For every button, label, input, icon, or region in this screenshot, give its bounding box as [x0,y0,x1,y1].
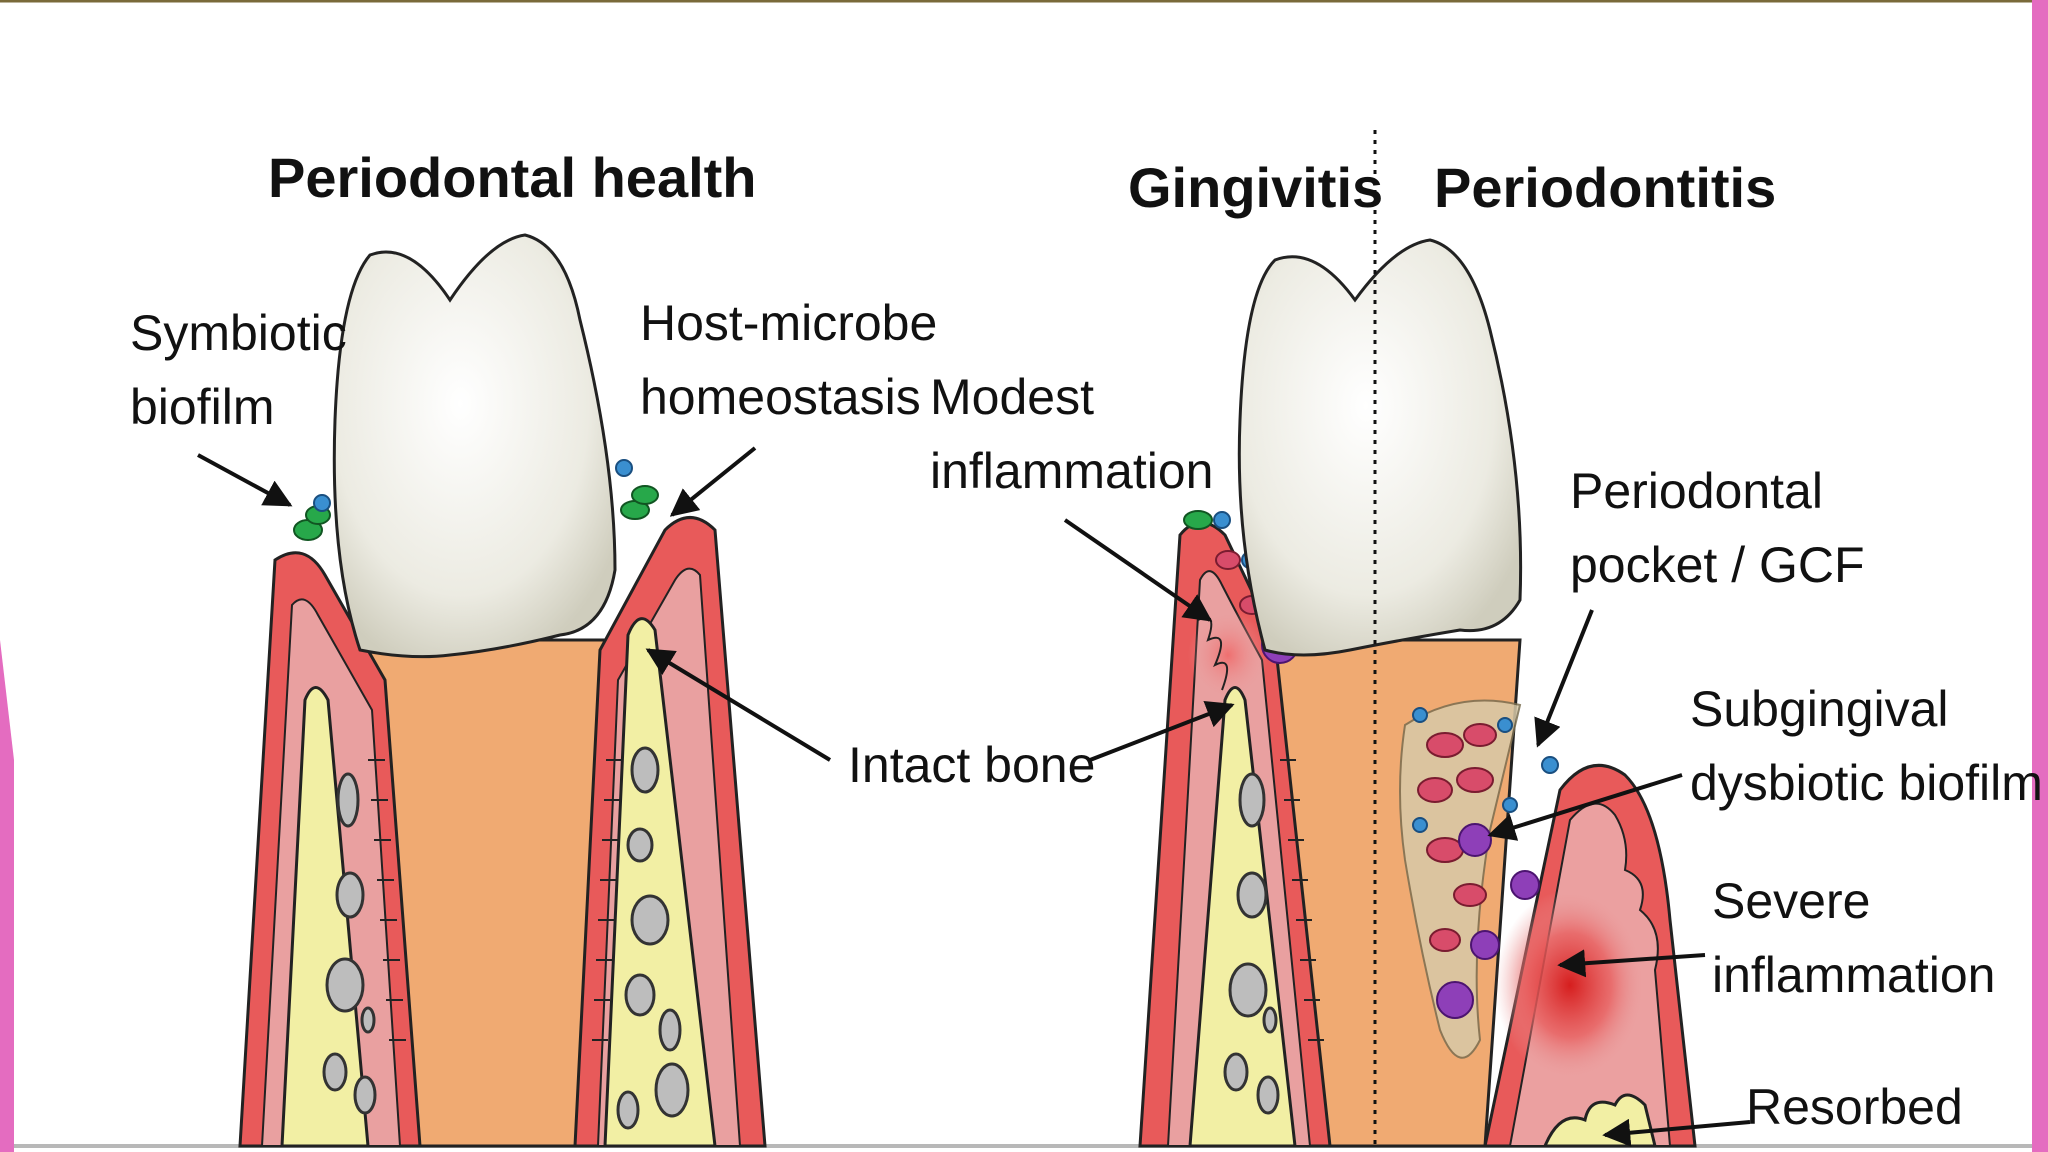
gingivitis-bone-pores [1223,772,1280,1115]
label-symbiotic-biofilm: Symbiotic biofilm [130,296,347,444]
label-intact-bone: Intact bone [848,728,1095,802]
arrow-homeostasis [669,446,757,517]
gingivitis-ligament [1280,759,1324,1041]
arrow-resorbed [1602,1118,1751,1147]
label-subgingival-line1: Subgingival [1690,681,1949,737]
healthy-bone-left [280,686,370,1148]
healthy-tooth [238,233,767,1148]
arrow-modest [1063,518,1213,622]
severe-inflammation-area [1495,890,1645,1080]
title-health-text: Periodontal health [268,146,757,209]
label-subgingival-line2: dysbiotic biofilm [1690,755,2043,811]
pointer-arrows [197,446,1751,1147]
subgingival-biofilm [1412,707,1559,1019]
healthy-ligament [368,759,622,1041]
title-periodontal-health: Periodontal health [268,146,757,210]
right-accent-bar [2032,0,2048,1152]
title-periodontitis-text: Periodontitis [1434,156,1777,219]
label-subgingival-biofilm: Subgingival dysbiotic biofilm [1690,672,2043,820]
arrow-intact-bone-right [1089,701,1235,762]
label-symbiotic-line1: Symbiotic [130,305,347,361]
arrow-pocket [1534,609,1594,748]
label-severe-line2: inflammation [1712,947,1996,1003]
label-modest-inflammation: Modest inflammation [930,360,1213,508]
label-intact-bone-text: Intact bone [848,737,1096,793]
label-modest-line1: Modest [930,369,1094,425]
label-homeostasis-line1: Host-microbe [640,295,938,351]
diseased-tooth [1138,130,1697,1148]
label-resorbed: Resorbed [1746,1070,1963,1144]
arrow-severe [1557,949,1706,978]
label-severe-line1: Severe [1712,873,1871,929]
label-periodontal-pocket: Periodontal pocket / GCF [1570,454,1865,602]
label-symbiotic-line2: biofilm [130,379,275,435]
title-gingivitis: Gingivitis [1128,156,1383,220]
healthy-bone-pores [322,746,690,1130]
label-host-microbe-homeostasis: Host-microbe homeostasis [640,286,937,434]
title-periodontitis: Periodontitis [1434,156,1776,220]
arrow-intact-bone-left [645,648,832,762]
healthy-biofilm [293,459,659,541]
label-pocket-line2: pocket / GCF [1570,537,1865,593]
title-gingivitis-text: Gingivitis [1128,156,1384,219]
diseased-crown [1237,238,1523,657]
label-pocket-line1: Periodontal [1570,463,1823,519]
healthy-crown [332,233,617,659]
left-accent-shape [0,640,14,1152]
arrow-subgingival [1487,773,1683,841]
label-homeostasis-line2: homeostasis [640,369,921,425]
healthy-bone-right [603,617,717,1148]
label-severe-inflammation: Severe inflammation [1712,864,1995,1012]
label-resorbed-text: Resorbed [1746,1079,1963,1135]
label-modest-line2: inflammation [930,443,1214,499]
modest-inflammation-area [1188,610,1268,700]
arrow-symbiotic [197,453,293,507]
